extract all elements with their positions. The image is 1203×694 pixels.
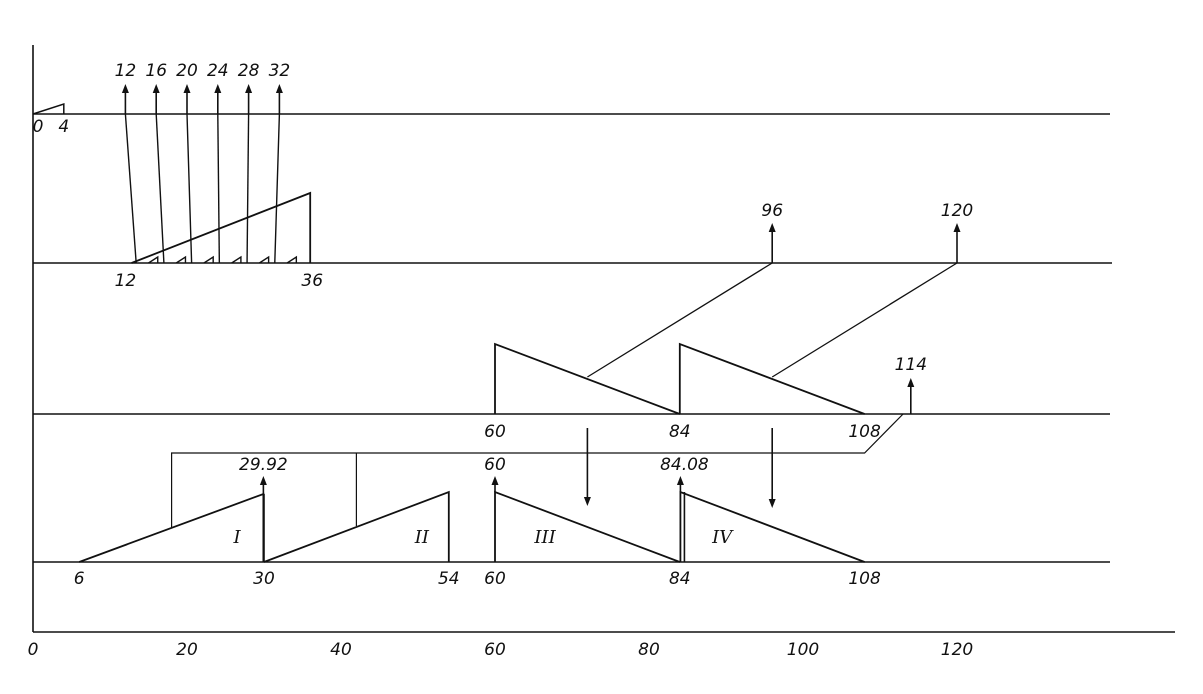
row1-output-label: 24 bbox=[207, 61, 229, 81]
row4-label-54: 54 bbox=[438, 569, 460, 589]
row4-phase-II bbox=[263, 490, 450, 563]
x-tick-label: 80 bbox=[638, 640, 660, 660]
row1-output-arrow-head bbox=[214, 84, 222, 93]
x-tick-label: 120 bbox=[941, 640, 973, 660]
row4-output-label-2992: 29.92 bbox=[239, 455, 288, 475]
row1-output-arrow-head bbox=[121, 84, 129, 93]
row1-transfer-line bbox=[217, 113, 221, 264]
row2-sawtooth-step bbox=[258, 255, 270, 264]
row1-small-ramp bbox=[32, 102, 65, 115]
row4-output-arrow-60-head bbox=[491, 476, 499, 485]
row4-label-30: 30 bbox=[253, 569, 275, 589]
row1-output-label: 16 bbox=[145, 61, 167, 81]
x-tick-label: 0 bbox=[28, 640, 39, 660]
row1-transfer-line bbox=[246, 113, 250, 264]
row1-output-arrow-head bbox=[245, 84, 253, 93]
row2-large-ramp bbox=[131, 191, 312, 264]
row2-label-36: 36 bbox=[301, 271, 323, 291]
x-tick-label: 20 bbox=[176, 640, 198, 660]
row4-phase-label-IV: IV bbox=[711, 527, 734, 548]
x-tick-label: 100 bbox=[787, 640, 819, 660]
row4-label-108: 108 bbox=[848, 569, 881, 589]
row4-phase-label-I: I bbox=[232, 527, 241, 548]
row4-phase-label-II: II bbox=[414, 527, 430, 548]
row4-label-60: 60 bbox=[484, 569, 506, 589]
row3-label-84: 84 bbox=[669, 422, 691, 442]
row1-transfer-line bbox=[124, 113, 137, 264]
row3-down-arrow-1-head bbox=[583, 497, 591, 506]
row1-transfer-line bbox=[155, 113, 165, 264]
x-tick-labels: 0 20 40 60 80 100 120 bbox=[28, 640, 974, 660]
row1-label-0: 0 bbox=[33, 117, 44, 137]
row2-output-arrow-96-head bbox=[768, 223, 776, 232]
row1-transfer-line bbox=[186, 113, 193, 264]
row1-output-label: 28 bbox=[238, 61, 260, 81]
row4-label-6: 6 bbox=[74, 569, 85, 589]
row3-ramp-2 bbox=[678, 342, 865, 415]
row1-output-label: 32 bbox=[269, 61, 291, 81]
row3-label-60: 60 bbox=[484, 422, 506, 442]
x-tick-label: 40 bbox=[330, 640, 352, 660]
row4-output-arrow-8408-head bbox=[676, 476, 684, 485]
row3-label-108: 108 bbox=[848, 422, 881, 442]
row2-output-label-96: 96 bbox=[761, 201, 783, 221]
row1-output-arrow-head bbox=[275, 84, 283, 93]
row1-output-label: 20 bbox=[176, 61, 198, 81]
row2-sawtooth-step bbox=[203, 255, 214, 264]
row1-label-4: 4 bbox=[58, 117, 69, 137]
row4-output-arrow-2992-head bbox=[259, 476, 267, 485]
row2-sawtooth-step bbox=[148, 255, 159, 264]
row2-sawtooth-step bbox=[175, 255, 187, 264]
x-tick-label: 60 bbox=[484, 640, 506, 660]
row3-down-arrow-2-head bbox=[768, 499, 776, 508]
row2-sawtooth-step bbox=[286, 255, 298, 264]
row3-ramp-1 bbox=[494, 342, 681, 415]
row1-transfer-line bbox=[274, 113, 281, 264]
figure-marks bbox=[32, 84, 961, 563]
row2-output-arrow-120-head bbox=[953, 223, 961, 232]
row2-output-label-120: 120 bbox=[941, 201, 973, 221]
row3-output-label-114: 114 bbox=[895, 355, 927, 375]
row2-transfer-line-96 bbox=[587, 262, 773, 378]
row3-output-arrow-114-head bbox=[907, 378, 915, 387]
row4-output-label-60: 60 bbox=[484, 455, 506, 475]
row2-sawtooth-step bbox=[231, 255, 242, 264]
row1-output-arrow-head bbox=[183, 84, 191, 93]
row1-output-label: 12 bbox=[115, 61, 137, 81]
row2-transfer-line-120 bbox=[771, 262, 958, 378]
row4-phase-label-III: III bbox=[533, 527, 556, 548]
row1-output-arrow-head bbox=[152, 84, 160, 93]
row4-label-84: 84 bbox=[669, 569, 691, 589]
row4-output-label-8408: 84.08 bbox=[660, 455, 709, 475]
row2-label-12: 12 bbox=[115, 271, 137, 291]
row3-feedback-bus bbox=[171, 413, 904, 528]
row-baselines bbox=[33, 113, 1112, 563]
